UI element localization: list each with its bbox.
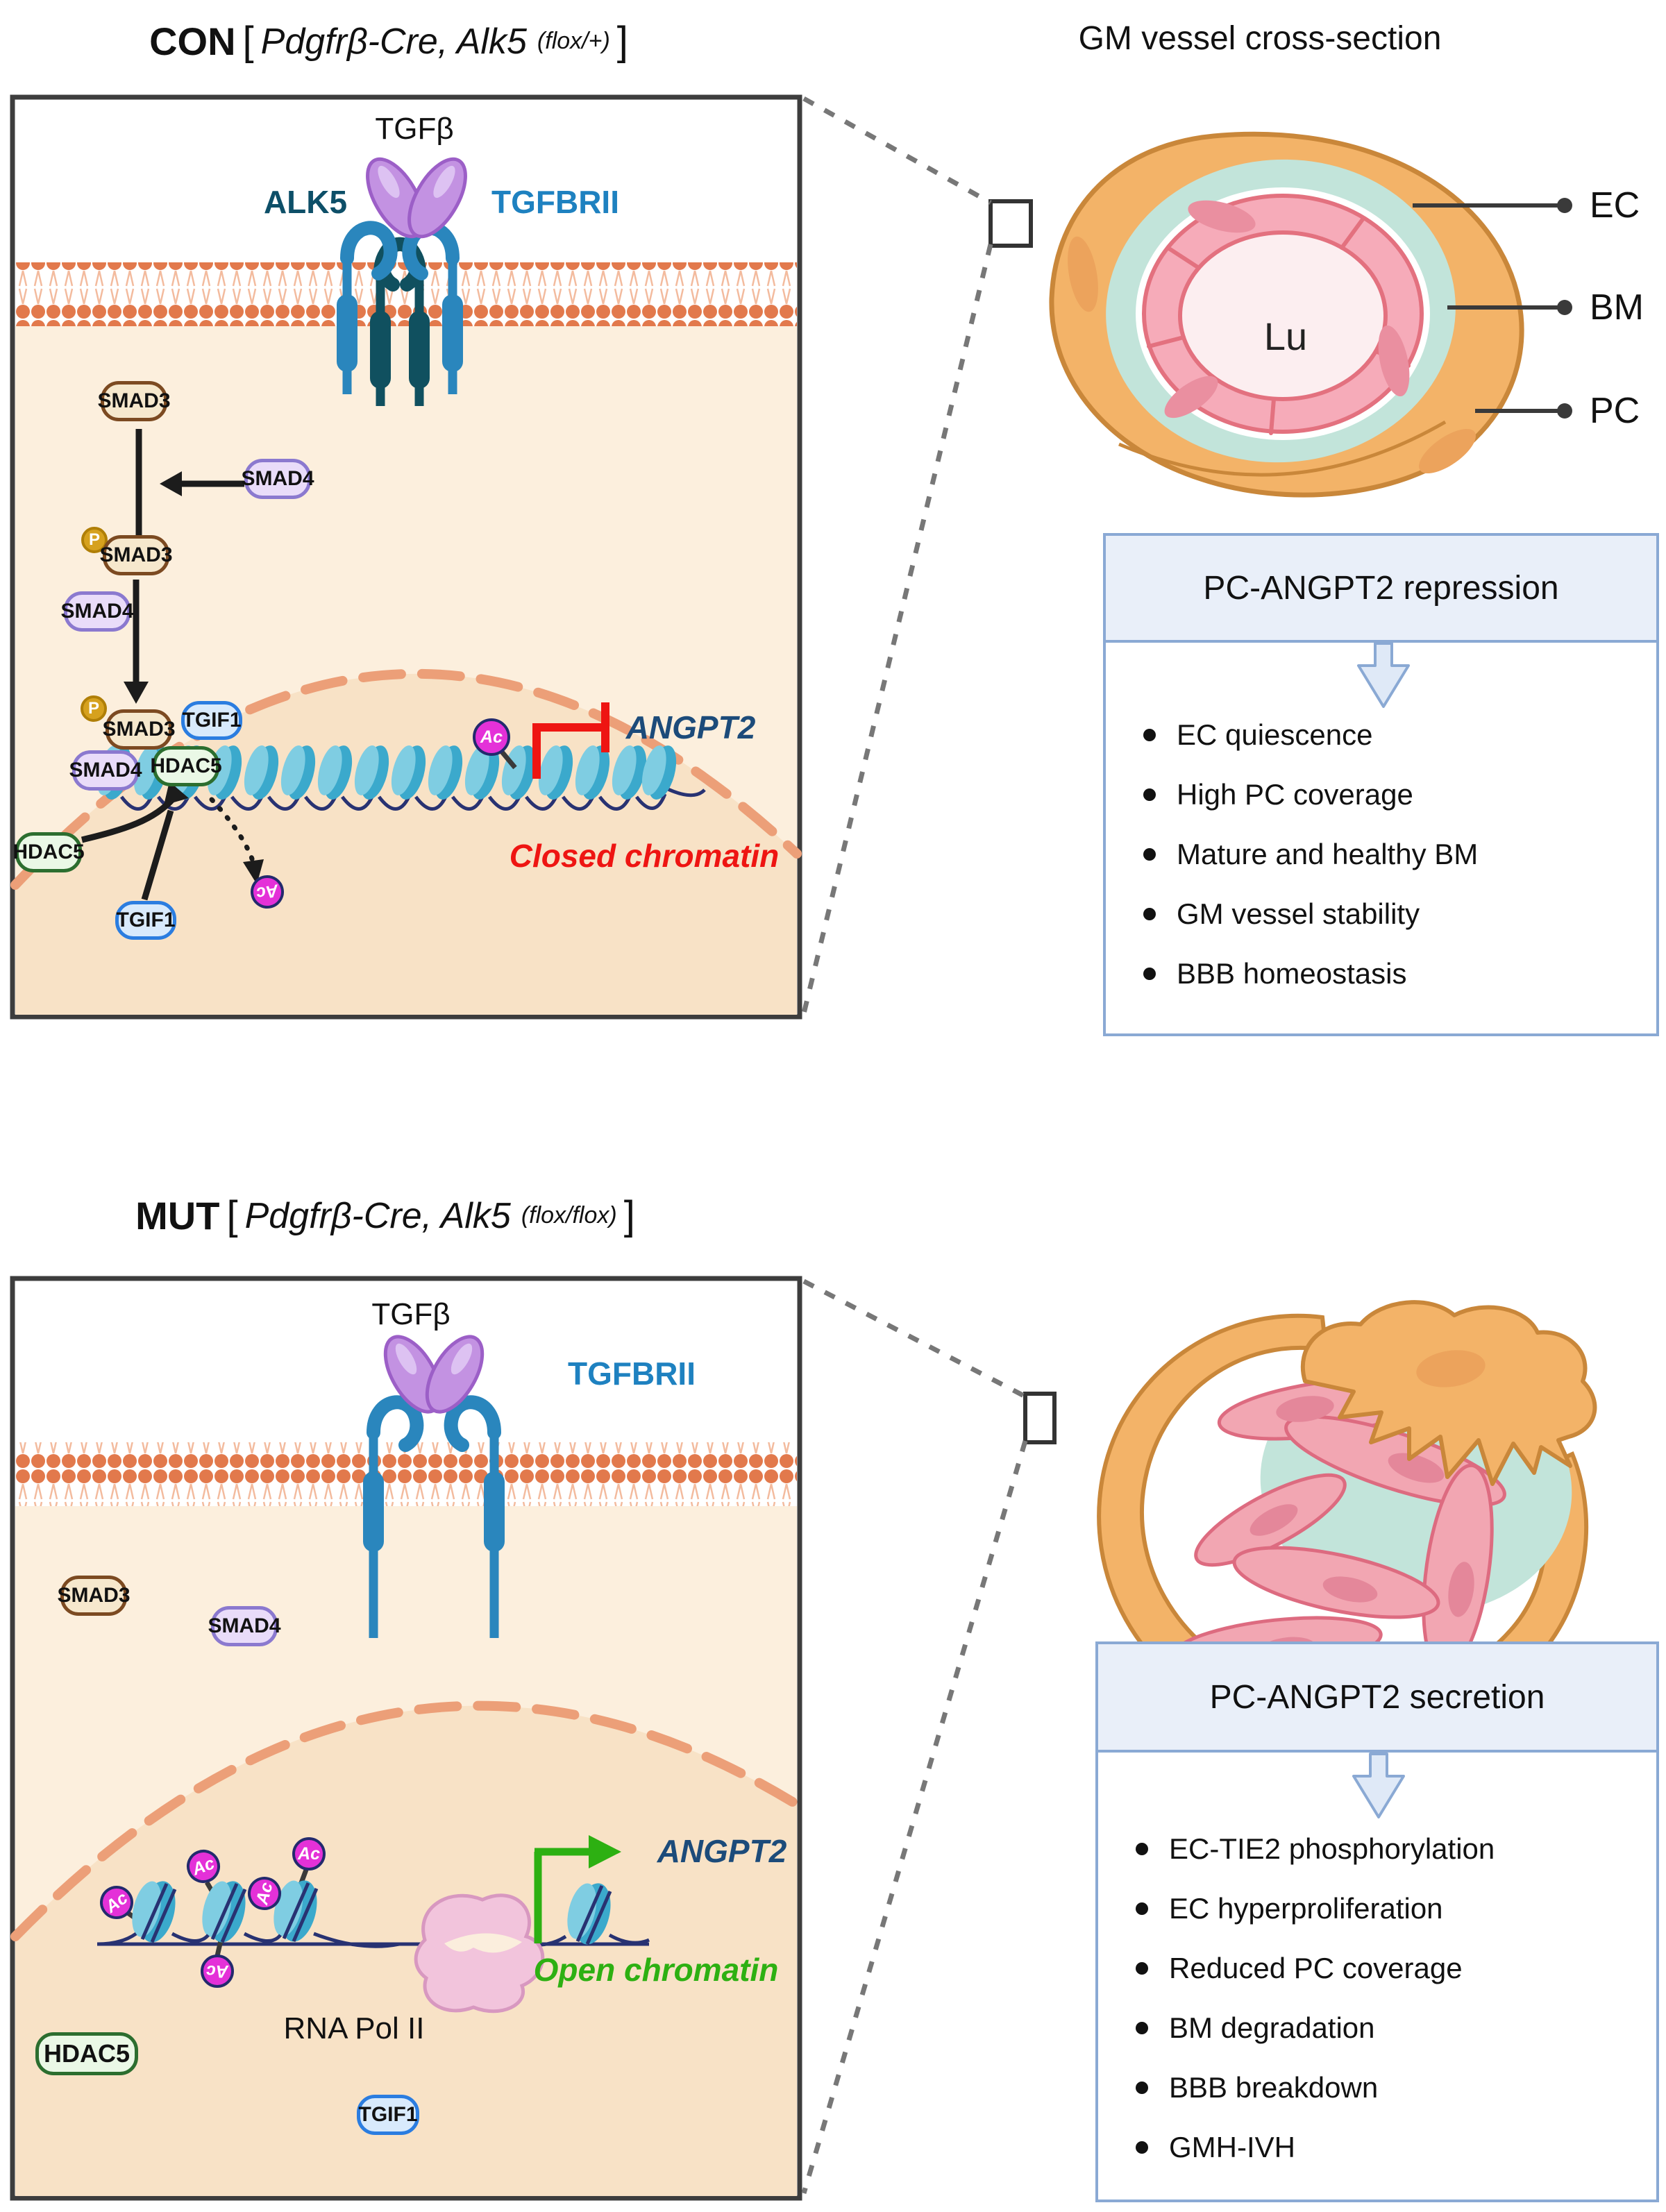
list-item: Mature and healthy BM (1134, 825, 1649, 884)
mut-ac-badge-3: Ac (201, 1955, 234, 1988)
mut-tgfb-label: TGFβ (371, 1297, 451, 1331)
rna-pol-ii-shape (414, 1893, 545, 2013)
lumen-label: Lu (1263, 314, 1308, 358)
repression-box: PC-ANGPT2 repression EC quiescence High … (1103, 533, 1659, 1036)
angpt2-inhibition-icon (532, 702, 609, 779)
con-hdac5-pill-1: HDAC5 (150, 746, 222, 786)
mut-smad3-pill: SMAD3 (58, 1576, 131, 1616)
con-smad4-pill-3: SMAD4 (69, 750, 142, 791)
bm-label: BM (1590, 287, 1644, 328)
mut-membrane (15, 1442, 797, 1506)
mut-tgif1-pill-free: TGIF1 (357, 2095, 419, 2135)
transcription-arrow (534, 1835, 621, 1943)
list-item: High PC coverage (1134, 765, 1649, 825)
con-ac-badge-1: Ac (473, 718, 510, 756)
con-tgfb-ligand (366, 157, 467, 239)
con-zoom-rect (988, 199, 1033, 248)
mut-nucleus (15, 1705, 797, 2196)
list-item: EC-TIE2 phosphorylation (1126, 1819, 1649, 1879)
con-angpt2-label: ANGPT2 (625, 709, 756, 745)
list-item: EC hyperproliferation (1126, 1879, 1649, 1939)
con-smad4-pill-1: SMAD4 (242, 459, 314, 499)
cross-section-title: GM vessel cross-section (1078, 20, 1442, 57)
list-item: BBB breakdown (1126, 2058, 1649, 2118)
con-vessel (988, 131, 1572, 498)
list-item: EC quiescence (1134, 705, 1649, 765)
mut-title: MUT [ Pdgfrβ-Cre, Alk5 (flox/flox) ] (135, 1193, 635, 1238)
con-smad3-pill-2: SMAD3 (100, 535, 173, 575)
con-tgfbrii-label: TGFBRII (491, 184, 619, 220)
con-smad3-pill-3: SMAD3 (103, 709, 176, 750)
list-item: GM vessel stability (1134, 884, 1649, 944)
con-membrane (15, 262, 797, 326)
secretion-list: EC-TIE2 phosphorylation EC hyperprolifer… (1126, 1819, 1649, 2177)
mut-open-chromatin-label: Open chromatin (533, 1952, 779, 1988)
ec-label: EC (1590, 185, 1640, 226)
list-item: BM degradation (1126, 1998, 1649, 2058)
mut-pericyte-cell (1300, 1300, 1597, 1486)
list-item: Reduced PC coverage (1126, 1939, 1649, 1998)
con-tgfb-label: TGFβ (375, 112, 454, 146)
mut-zoom-rect (1023, 1392, 1057, 1444)
mut-rna-pol-label: RNA Pol II (283, 2011, 425, 2045)
mut-tag: MUT (135, 1194, 220, 1238)
con-tgif1-pill-1: TGIF1 (181, 701, 242, 740)
list-item: GMH-IVH (1126, 2118, 1649, 2177)
mut-hdac5-pill-free: HDAC5 (35, 2032, 138, 2075)
con-tgif1-pill-free: TGIF1 (115, 901, 176, 940)
repression-list: EC quiescence High PC coverage Mature an… (1134, 705, 1649, 1004)
con-phospho-badge-2: P (81, 695, 107, 722)
down-arrow-icon (1357, 642, 1410, 708)
mut-tgfb-ligand (383, 1335, 485, 1414)
list-item: BBB homeostasis (1134, 944, 1649, 1004)
con-title: CON [ Pdgfrβ-Cre, Alk5 (flox/+) ] (149, 19, 628, 64)
con-alk5-label: ALK5 (263, 184, 348, 220)
ac-stick (499, 749, 517, 770)
down-arrow-icon (1352, 1753, 1405, 1818)
con-panel (10, 94, 802, 1020)
con-closed-chromatin-label: Closed chromatin (509, 838, 780, 874)
con-smad4-pill-2: SMAD4 (61, 591, 134, 632)
mut-ac-badge-5: Ac (292, 1837, 326, 1871)
con-tag: CON (149, 19, 236, 63)
secretion-box-title: PC-ANGPT2 secretion (1098, 1644, 1656, 1753)
con-hdac5-pill-free: HDAC5 (12, 832, 85, 872)
secretion-box: PC-ANGPT2 secretion EC-TIE2 phosphorylat… (1095, 1641, 1659, 2202)
repression-box-title: PC-ANGPT2 repression (1106, 536, 1656, 643)
pc-label: PC (1590, 391, 1640, 431)
con-smad3-pill-1: SMAD3 (98, 381, 171, 421)
mut-open-chromatin (96, 1835, 650, 2013)
con-phospho-badge-1: P (81, 527, 108, 553)
vessel-leader-lines (1413, 203, 1563, 413)
mut-receptors (363, 1395, 505, 1638)
con-receptors (337, 221, 463, 406)
mut-nuclear-envelope (10, 1700, 802, 1941)
mut-angpt2-label: ANGPT2 (657, 1833, 787, 1869)
mut-panel (10, 1276, 802, 2201)
mut-smad4-pill: SMAD4 (208, 1606, 281, 1646)
zoom-connectors (801, 96, 1028, 2194)
mut-tgfbrii-label: TGFBRII (568, 1356, 696, 1392)
